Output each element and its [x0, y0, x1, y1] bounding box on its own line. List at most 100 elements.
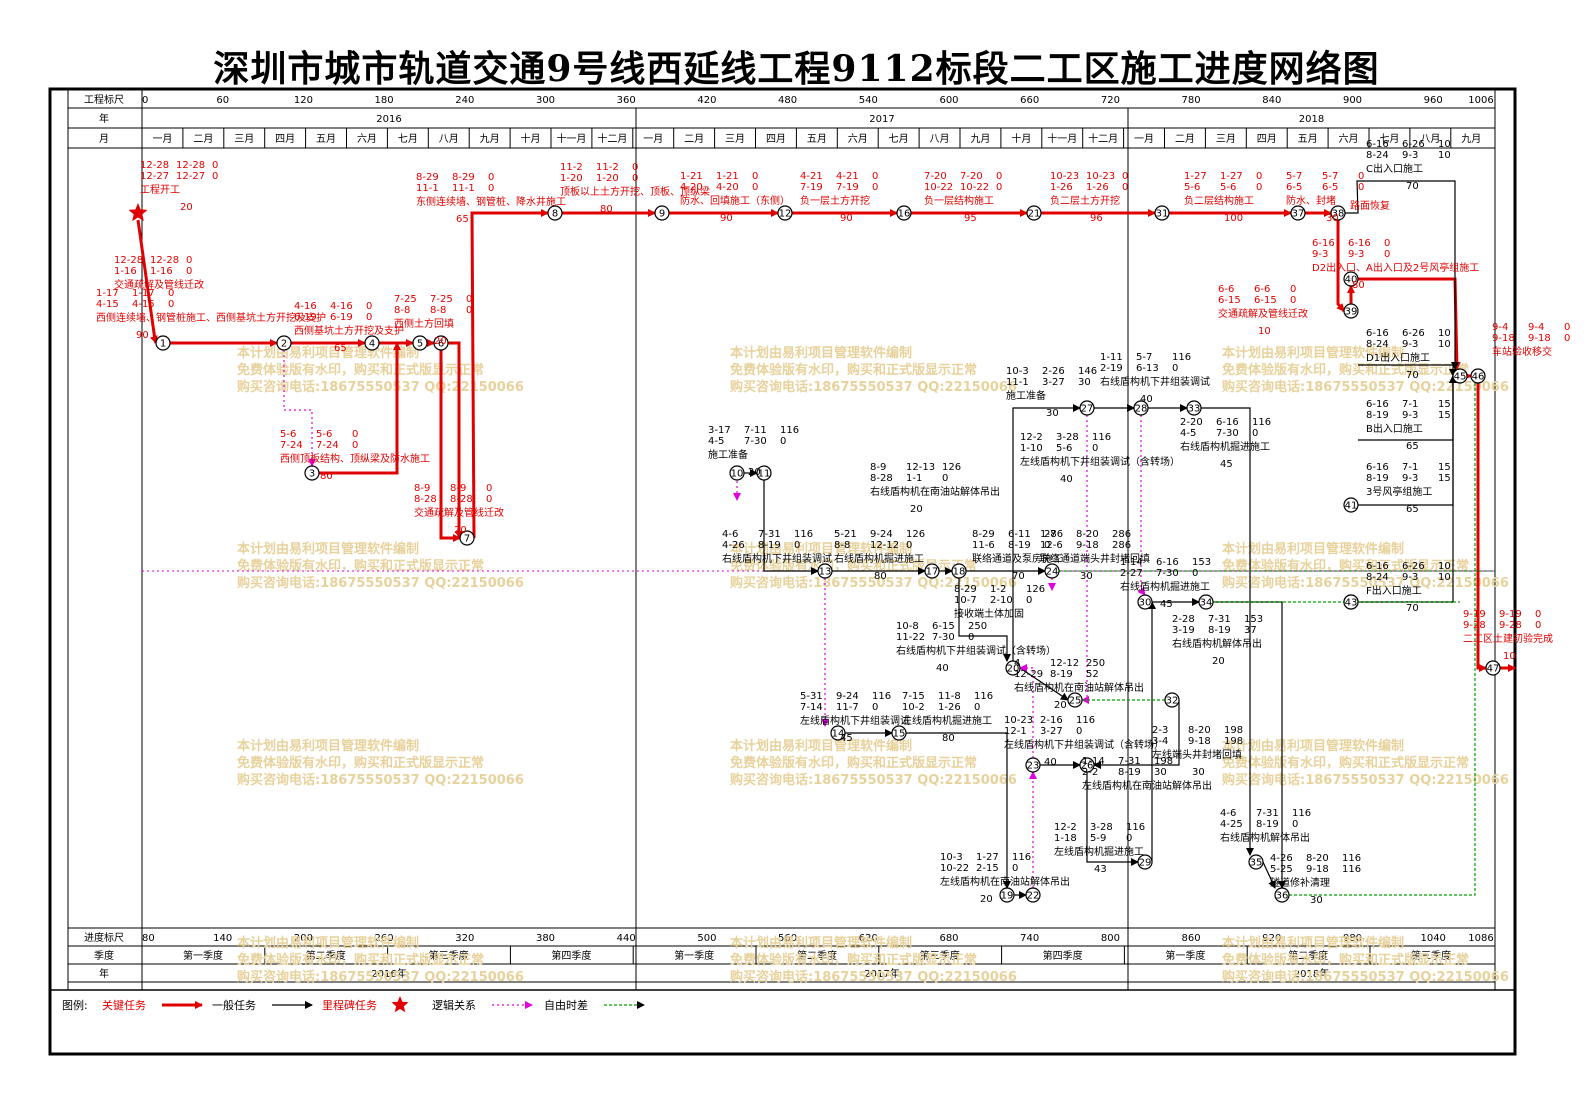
task-duration: 30 [1310, 895, 1323, 906]
network-node [1137, 854, 1153, 870]
scale-tick: 60 [216, 95, 229, 106]
task-date: 10-22 [940, 863, 969, 874]
task-date: 6-5 [1286, 182, 1302, 193]
milestone-star-icon [128, 203, 148, 222]
node-number: 38 [1332, 209, 1345, 220]
watermark-text: 购买咨询电话:18675550537 QQ:22150066 [237, 575, 524, 591]
task-date: 0 [488, 172, 494, 183]
scale-tick: 380 [536, 933, 555, 944]
task-date: 0 [212, 171, 218, 182]
scale-tick: 80 [142, 933, 155, 944]
network-node [1025, 757, 1041, 773]
task-date: 9-3 [1402, 572, 1418, 583]
task-date: 116 [1092, 432, 1111, 443]
task-date: 116 [1126, 822, 1145, 833]
task-date: 8-24 [1366, 150, 1389, 161]
node-number: 26 [1081, 761, 1094, 772]
watermark-text: 免费体验版有水印，购买和正式版显示正常 [1222, 558, 1469, 574]
task-date: 7-20 [960, 171, 983, 182]
task-date: 0 [942, 473, 948, 484]
critical-arrow [439, 350, 461, 542]
task-date: 8-29 [452, 172, 475, 183]
logic-arrow [1019, 664, 1034, 758]
task-date: 4 [1014, 658, 1020, 669]
network-node [951, 563, 967, 579]
task-date: 250 [1086, 658, 1105, 669]
task-label: 施工准备 [708, 448, 748, 461]
node-number: 6 [438, 339, 444, 350]
node-number: 4 [369, 339, 375, 350]
legend-item-label: 里程碑任务 [322, 999, 377, 1012]
task-date: 1-11 [1100, 352, 1123, 363]
task-label: D2出入口、A出入口及2号风亭组施工 [1312, 261, 1479, 274]
task-date: 1-1 [906, 473, 922, 484]
network-node [276, 335, 292, 351]
scale-tick: 440 [617, 933, 636, 944]
task-date: 7-14 [800, 702, 823, 713]
task-duration: 90 [840, 213, 853, 224]
task-date: 10-7 [954, 595, 977, 606]
task-date: 5-31 [800, 691, 823, 702]
footer-quarter: 第三季度 [1411, 949, 1451, 962]
task-label: 负一层土方开挖 [800, 194, 870, 207]
header-month: 十一月 [1047, 132, 1077, 145]
node-number: 15 [893, 729, 906, 740]
task-date: 0 [1126, 833, 1132, 844]
legend-item-label: 自由时差 [544, 998, 588, 1012]
task-date: 0 [366, 312, 372, 323]
task-date: 8-20 [1188, 725, 1211, 736]
task-date: 9-24 [870, 529, 893, 540]
task-date: 8-8 [394, 305, 410, 316]
task-date: 286 [1112, 529, 1131, 540]
task-date: 0 [352, 440, 358, 451]
task-label: 联络通道端头井封堵回填 [1040, 552, 1150, 565]
task-label: 交通疏解及管线迁改 [414, 506, 504, 519]
network-node [1044, 563, 1060, 579]
task-date: 1-16 [114, 266, 137, 277]
task-date: 9-3 [1402, 410, 1418, 421]
float-line [1289, 383, 1476, 896]
network-node [1198, 594, 1214, 610]
node-number: 36 [1276, 891, 1289, 902]
node-number: 47 [1487, 664, 1500, 675]
task-date: 0 [168, 299, 174, 310]
task-date: 10-3 [940, 852, 963, 863]
task-date: 9-24 [836, 691, 859, 702]
task-label: 负二层结构施工 [1184, 194, 1254, 207]
watermark-text: 本计划由易利项目管理软件编制 [730, 541, 912, 557]
task-date: 9-28 [1499, 620, 1522, 631]
node-number: 9 [659, 209, 665, 220]
watermark-text: 购买咨询电话:18675550537 QQ:22150066 [1222, 379, 1509, 395]
node-number: 31 [1156, 209, 1169, 220]
task-date: 11-1 [452, 183, 475, 194]
task-date: 1-14 [1120, 557, 1143, 568]
header-month: 九月 [970, 133, 990, 145]
header-month: 一月 [152, 133, 172, 145]
task-date: 116 [1342, 864, 1361, 875]
normal-arrow [1086, 772, 1139, 866]
network-node [364, 335, 380, 351]
node-number: 20 [1007, 664, 1020, 675]
task-date: 116 [1012, 852, 1031, 863]
task-duration: 80 [600, 204, 613, 215]
task-date: 0 [752, 182, 758, 193]
scale-tick: 1006 [1468, 95, 1493, 106]
task-date: 6-15 [1254, 295, 1277, 306]
task-date: 0 [1290, 295, 1296, 306]
scale-tick: 960 [1424, 95, 1443, 106]
footer-year: 2016年 [371, 967, 406, 980]
scale-tick: 800 [1101, 933, 1120, 944]
network-node [1485, 660, 1501, 676]
task-duration: 70 [1012, 571, 1025, 582]
task-date: 5-6 [280, 429, 296, 440]
task-date: 7-25 [430, 294, 453, 305]
task-date: 7-15 [902, 691, 925, 702]
scale-tick: 120 [294, 95, 313, 106]
task-date: 5-6 [1056, 443, 1072, 454]
task-date: 5-7 [1322, 171, 1338, 182]
task-date: 7-25 [394, 294, 417, 305]
task-label: 隧道修补清理 [1270, 876, 1330, 889]
task-date: 0 [872, 182, 878, 193]
task-date: 6-15 [932, 621, 955, 632]
header-month: 一月 [643, 133, 663, 145]
